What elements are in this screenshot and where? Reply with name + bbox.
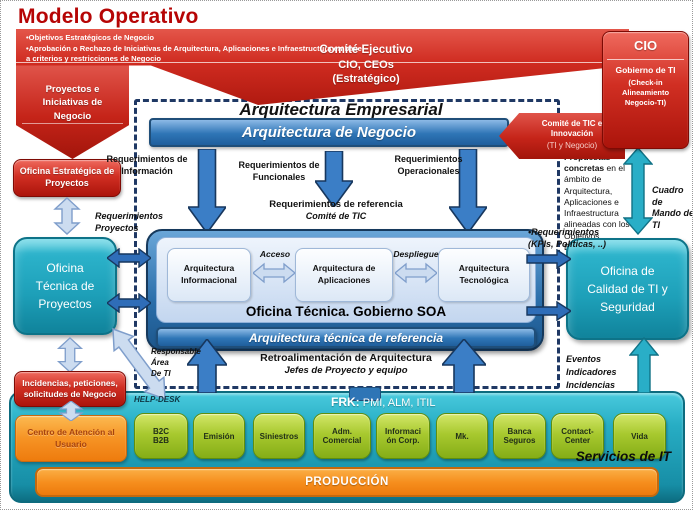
comite-tic-sublabel: (TI y Negocio): [546, 140, 598, 150]
arquitectura-tecnica-bar: Arquitectura técnica de referencia: [156, 327, 536, 348]
frk-rest: PMI, ALM, ITIL: [359, 397, 436, 409]
req-referencia-sub: Comité de TIC: [305, 211, 367, 221]
app-box-emision: Emisión: [193, 413, 245, 459]
cio-subtitle: Gobierno de TI: [615, 65, 676, 75]
soa-inner-panel: Arquitectura Informacional Arquitectura …: [156, 237, 536, 323]
teal-double-arrow-icon: [623, 147, 653, 235]
servicios-it-label: Servicios de IT: [575, 449, 671, 464]
arquitectura-negocio-bar: Arquitectura de Negocio: [149, 118, 509, 147]
banner-bullet-2: •Aprobación o Rechazo de Iniciativas de …: [26, 43, 362, 64]
committee-level: (Estratégico): [332, 73, 400, 85]
retro-sub: Jefes de Proyecto y equipo: [284, 365, 408, 376]
cio-title: CIO: [633, 38, 658, 53]
empresarial-title: Arquitectura Empresarial: [239, 100, 443, 119]
frk-bold: FRK:: [331, 395, 360, 409]
despliegue-label: Despliegue: [393, 249, 439, 259]
cio-divider-line: [607, 59, 684, 60]
retroalimentacion-label: Retroalimentación de Arquitectura Jefes …: [231, 352, 461, 376]
double-arrow-horizontal-icon: [395, 262, 437, 284]
app-box-adm-comercial: Adm. Comercial: [313, 413, 371, 459]
double-arrow-vertical-icon: [58, 401, 84, 421]
app-box-b2c-b2b: B2C B2B: [134, 413, 188, 459]
proyectos-iniciativas-label: Proyectos e Iniciativas de Negocio: [42, 84, 103, 122]
double-arrow-horizontal-icon: [253, 262, 295, 284]
page-title: Modelo Operativo: [18, 5, 199, 28]
double-arrow-vertical-icon: [53, 197, 81, 235]
teal-up-arrow-icon: [629, 337, 659, 393]
arquitectura-informacional-box: Arquitectura Informacional: [167, 248, 251, 302]
app-box-siniestros: Siniestros: [253, 413, 305, 459]
frk-label: FRK: PMI, ALM, ITIL: [331, 393, 471, 411]
app-box-mk: Mk.: [436, 413, 488, 459]
req-referencia-label: Requerimientos de referencia Comité de T…: [256, 199, 416, 221]
banner-bullets: •Objetivos Estratégicos de Negocio •Apro…: [26, 33, 364, 65]
eventos-label: Eventos Indicadores Incidencias: [566, 354, 617, 391]
oficina-soa-label: Oficina Técnica. Gobierno SOA: [245, 304, 447, 319]
connector-tab: [349, 387, 381, 401]
oficina-estrategica-box: Oficina Estratégica de Proyectos: [13, 159, 121, 197]
centro-atencion-box: Centro de Atención al Usuario: [15, 415, 127, 462]
diagonal-double-arrow-icon: [112, 327, 166, 401]
proyectos-arrow-line: [22, 123, 123, 124]
app-box-banca-seguros: Banca Seguros: [493, 413, 546, 459]
oficina-tecnica-proyectos-box: Oficina Técnica de Proyectos: [13, 237, 117, 335]
cuadro-mando-label: Cuadro de Mando de TI: [652, 185, 693, 231]
banner-divider-line: [16, 62, 629, 63]
req-funcionales-label: Requerimientos de Funcionales: [238, 160, 320, 183]
double-arrow-horizontal-icon: [107, 293, 151, 313]
req-operacionales-label: Requerimientos Operacionales: [394, 154, 463, 177]
oficina-tecnica-soa-box: Arquitectura Informacional Arquitectura …: [146, 229, 544, 351]
double-arrow-vertical-icon: [56, 337, 84, 373]
requerimientos-kpis-label: •Requerimientos (KPIs, Políticas, ..): [528, 227, 607, 249]
requerimientos-proyectos-label: Requerimientos Proyectos: [95, 211, 164, 233]
committee-title: Comité Ejecutivo: [319, 44, 413, 56]
req-informacion-label: Requerimientos de Información: [106, 154, 188, 177]
committee-members: CIO, CEOs: [338, 59, 394, 71]
cio-box: CIO Gobierno de TI (Check-in Alineamient…: [602, 31, 689, 149]
right-arrow-icon: [526, 249, 571, 269]
help-desk-label: HELP-DESK: [134, 395, 181, 404]
banner-bullet-1: •Objetivos Estratégicos de Negocio: [26, 33, 154, 42]
acceso-label: Acceso: [259, 249, 291, 259]
up-arrow-icon: [442, 339, 486, 393]
right-arrow-icon: [526, 301, 571, 321]
req-referencia-title: Requerimientos de referencia: [269, 199, 403, 210]
produccion-bar: PRODUCCIÓN: [35, 467, 659, 497]
responsable-label: Responsable Área De TI: [151, 347, 201, 378]
down-arrow-icon: [449, 149, 487, 233]
up-arrow-icon: [187, 339, 227, 393]
committee-text: Comité Ejecutivo CIO, CEOs (Estratégico): [271, 44, 461, 85]
proyectos-iniciativas-arrow: Proyectos e Iniciativas de Negocio: [16, 65, 129, 159]
retro-title: Retroalimentación de Arquitectura: [260, 352, 432, 364]
arquitectura-tecnologica-box: Arquitectura Tecnológica: [438, 248, 530, 302]
oficina-calidad-box: Oficina de Calidad de TI y Seguridad: [566, 238, 689, 340]
double-arrow-horizontal-icon: [107, 248, 151, 268]
down-arrow-icon: [188, 149, 226, 233]
cio-note: (Check-in Alineamiento Negocio-TI): [621, 78, 670, 108]
arquitectura-aplicaciones-box: Arquitectura de Aplicaciones: [295, 248, 393, 302]
app-box-informacion-corp: Informaci ón Corp.: [376, 413, 430, 459]
app-box-contact-center: Contact- Center: [551, 413, 604, 459]
app-box-vida: Vida: [613, 413, 666, 459]
arquitectura-empresarial-container: [134, 99, 560, 389]
down-arrow-icon: [315, 151, 353, 207]
comite-tic-label: Comité de TIC e Innovación: [541, 119, 603, 139]
